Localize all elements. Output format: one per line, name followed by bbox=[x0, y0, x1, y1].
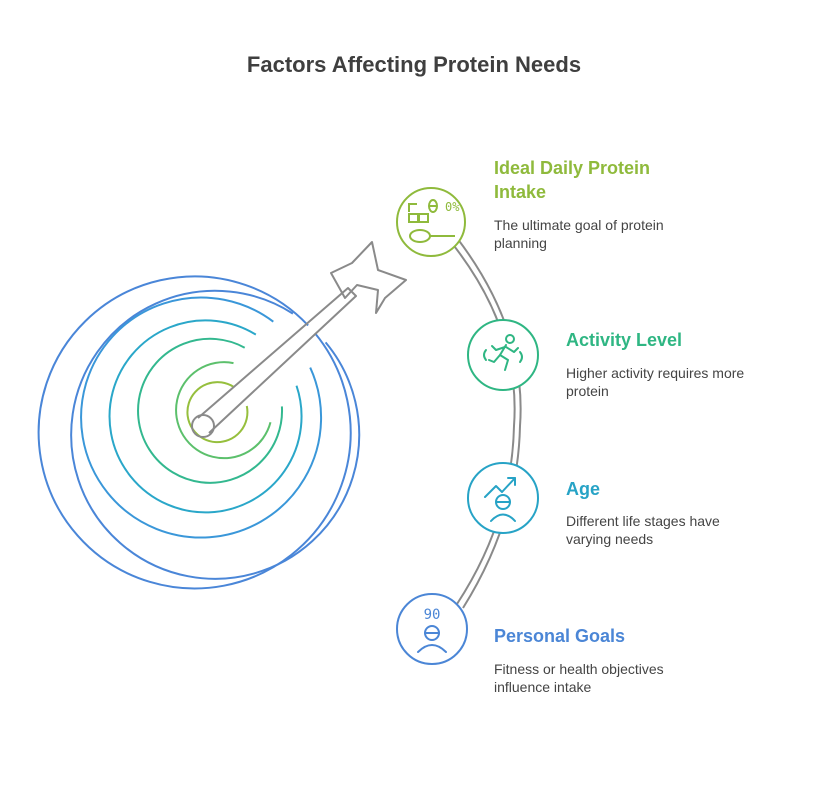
arrow-shaft bbox=[197, 287, 357, 434]
item-1-description: The ultimate goal of protein planning bbox=[494, 217, 664, 251]
arrow-fletching bbox=[330, 241, 407, 314]
arrow bbox=[191, 241, 407, 438]
target-ring-2 bbox=[70, 289, 361, 580]
protein-scale-spoon-icon bbox=[408, 199, 455, 243]
connector-inner bbox=[456, 237, 522, 609]
item-2-icon-group bbox=[467, 319, 539, 391]
page-title: Factors Affecting Protein Needs bbox=[246, 52, 582, 77]
item-1-icon-group: 0% bbox=[396, 187, 466, 257]
item-4-title: Personal Goals bbox=[494, 626, 626, 646]
item-4-icon-group: 90 bbox=[396, 593, 468, 665]
target-ring-6 bbox=[175, 361, 272, 460]
item-1-title: Ideal Daily Protein Intake bbox=[494, 158, 651, 202]
item-4-icon-text: 90 bbox=[424, 607, 441, 623]
item-2-title: Activity Level bbox=[566, 330, 683, 350]
target-ring-3 bbox=[80, 296, 323, 539]
running-person-icon bbox=[483, 334, 523, 371]
target-ring-7 bbox=[186, 381, 249, 444]
arrow-tip bbox=[191, 414, 215, 438]
item-2-description: Higher activity requires more protein bbox=[566, 365, 745, 399]
target-ring-5 bbox=[137, 337, 283, 484]
person-goal-90-icon bbox=[417, 625, 447, 653]
connector-outer bbox=[450, 241, 516, 605]
item-3-title: Age bbox=[566, 479, 601, 499]
item-4-description: Fitness or health objectives influence i… bbox=[494, 661, 664, 695]
person-growth-chart-icon bbox=[484, 477, 516, 522]
item-1-icon-text: 0% bbox=[445, 200, 460, 214]
item-3-icon-group bbox=[467, 462, 539, 534]
connector bbox=[450, 237, 522, 609]
target bbox=[37, 275, 361, 590]
item-3-description: Different life stages have varying needs bbox=[566, 513, 720, 547]
target-ring-4 bbox=[108, 319, 303, 514]
target-ring-1 bbox=[37, 275, 352, 590]
